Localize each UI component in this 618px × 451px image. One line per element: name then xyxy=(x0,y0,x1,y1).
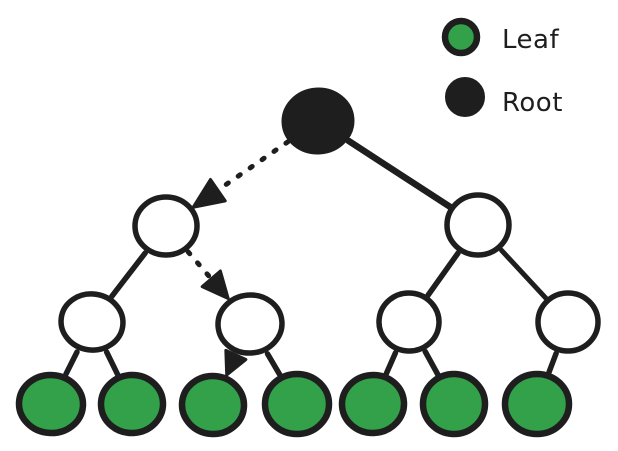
tree-edge-n-right-n-c xyxy=(425,250,461,299)
tree-edge-root-n-right xyxy=(345,137,454,210)
tree-node-n-b xyxy=(215,292,285,356)
tree-edge-n-a-leaf-1 xyxy=(63,349,80,377)
legend-root-label: Root xyxy=(502,88,563,118)
tree-node-leaf-5 xyxy=(338,371,408,437)
tree-node-n-right xyxy=(444,192,512,258)
tree-node-n-a xyxy=(58,291,126,353)
tree-node-n-d xyxy=(535,290,601,354)
traversal-dotted-edge-root-n-left xyxy=(216,139,291,192)
legend-root-swatch xyxy=(445,77,485,117)
tree-node-n-left xyxy=(132,194,200,258)
tree-node-leaf-2 xyxy=(97,371,167,437)
tree-node-leaf-4 xyxy=(261,370,333,438)
traversal-arrowhead-icon xyxy=(200,269,230,301)
tree-edge-n-c-leaf-6 xyxy=(422,348,441,378)
tree-node-leaf-7 xyxy=(501,370,573,438)
traversal-dotted-edge-n-left-n-b xyxy=(185,249,213,280)
tree-node-n-c xyxy=(376,290,442,354)
tree-edge-n-a-leaf-2 xyxy=(103,349,121,378)
tree-edge-n-b-leaf-4 xyxy=(264,350,283,378)
tree-node-leaf-3 xyxy=(178,372,248,438)
tree-edge-n-c-leaf-5 xyxy=(383,349,399,377)
traversal-arrowhead-icon xyxy=(224,348,248,377)
traversal-arrowhead-icon xyxy=(191,177,227,209)
legend-leaf-swatch xyxy=(441,17,481,57)
tree-node-leaf-6 xyxy=(419,370,489,438)
tree-node-leaf-1 xyxy=(15,371,87,437)
tree-node-root xyxy=(281,87,355,155)
tree-edge-n-left-n-a xyxy=(109,250,148,300)
legend-leaf-label: Leaf xyxy=(502,25,559,55)
tree-edge-n-d-leaf-7 xyxy=(546,350,559,375)
tree-edge-n-right-n-d xyxy=(498,247,549,301)
